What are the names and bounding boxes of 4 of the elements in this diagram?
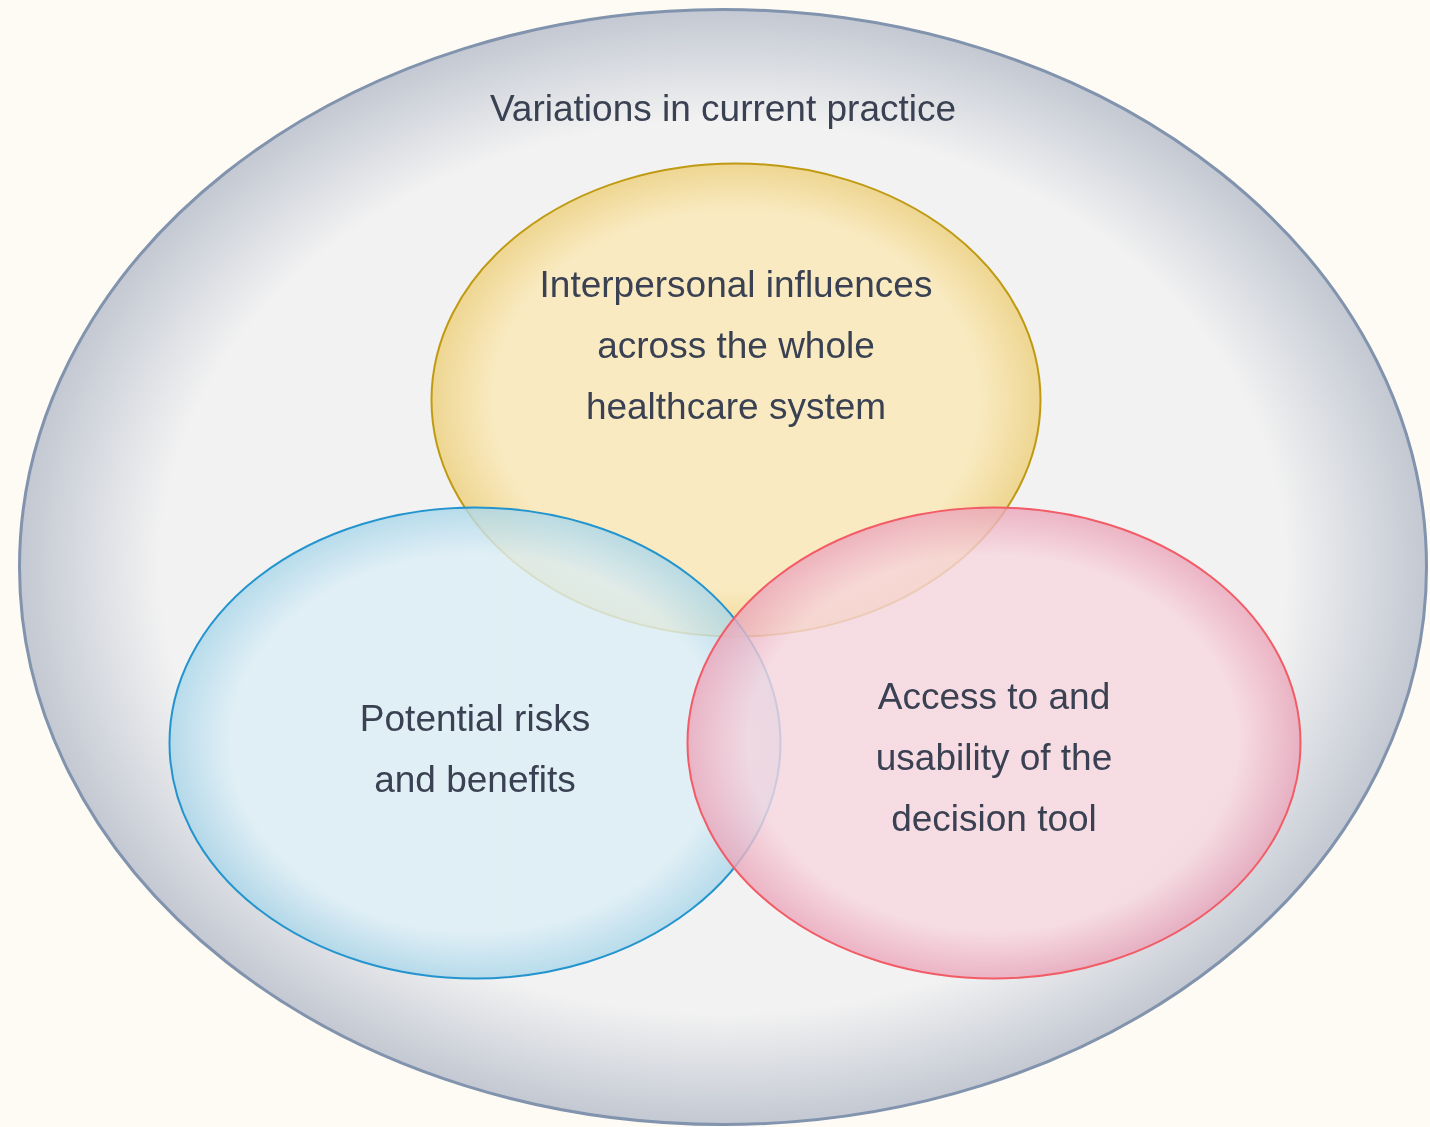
set-label: Access to and usability of the decision tool — [874, 675, 1114, 841]
diagram-heading: Variations in current practice — [488, 87, 958, 131]
set-label: Potential risks and benefits — [358, 697, 592, 802]
set-label: Interpersonal influences across the whole healthcare system — [538, 263, 934, 429]
